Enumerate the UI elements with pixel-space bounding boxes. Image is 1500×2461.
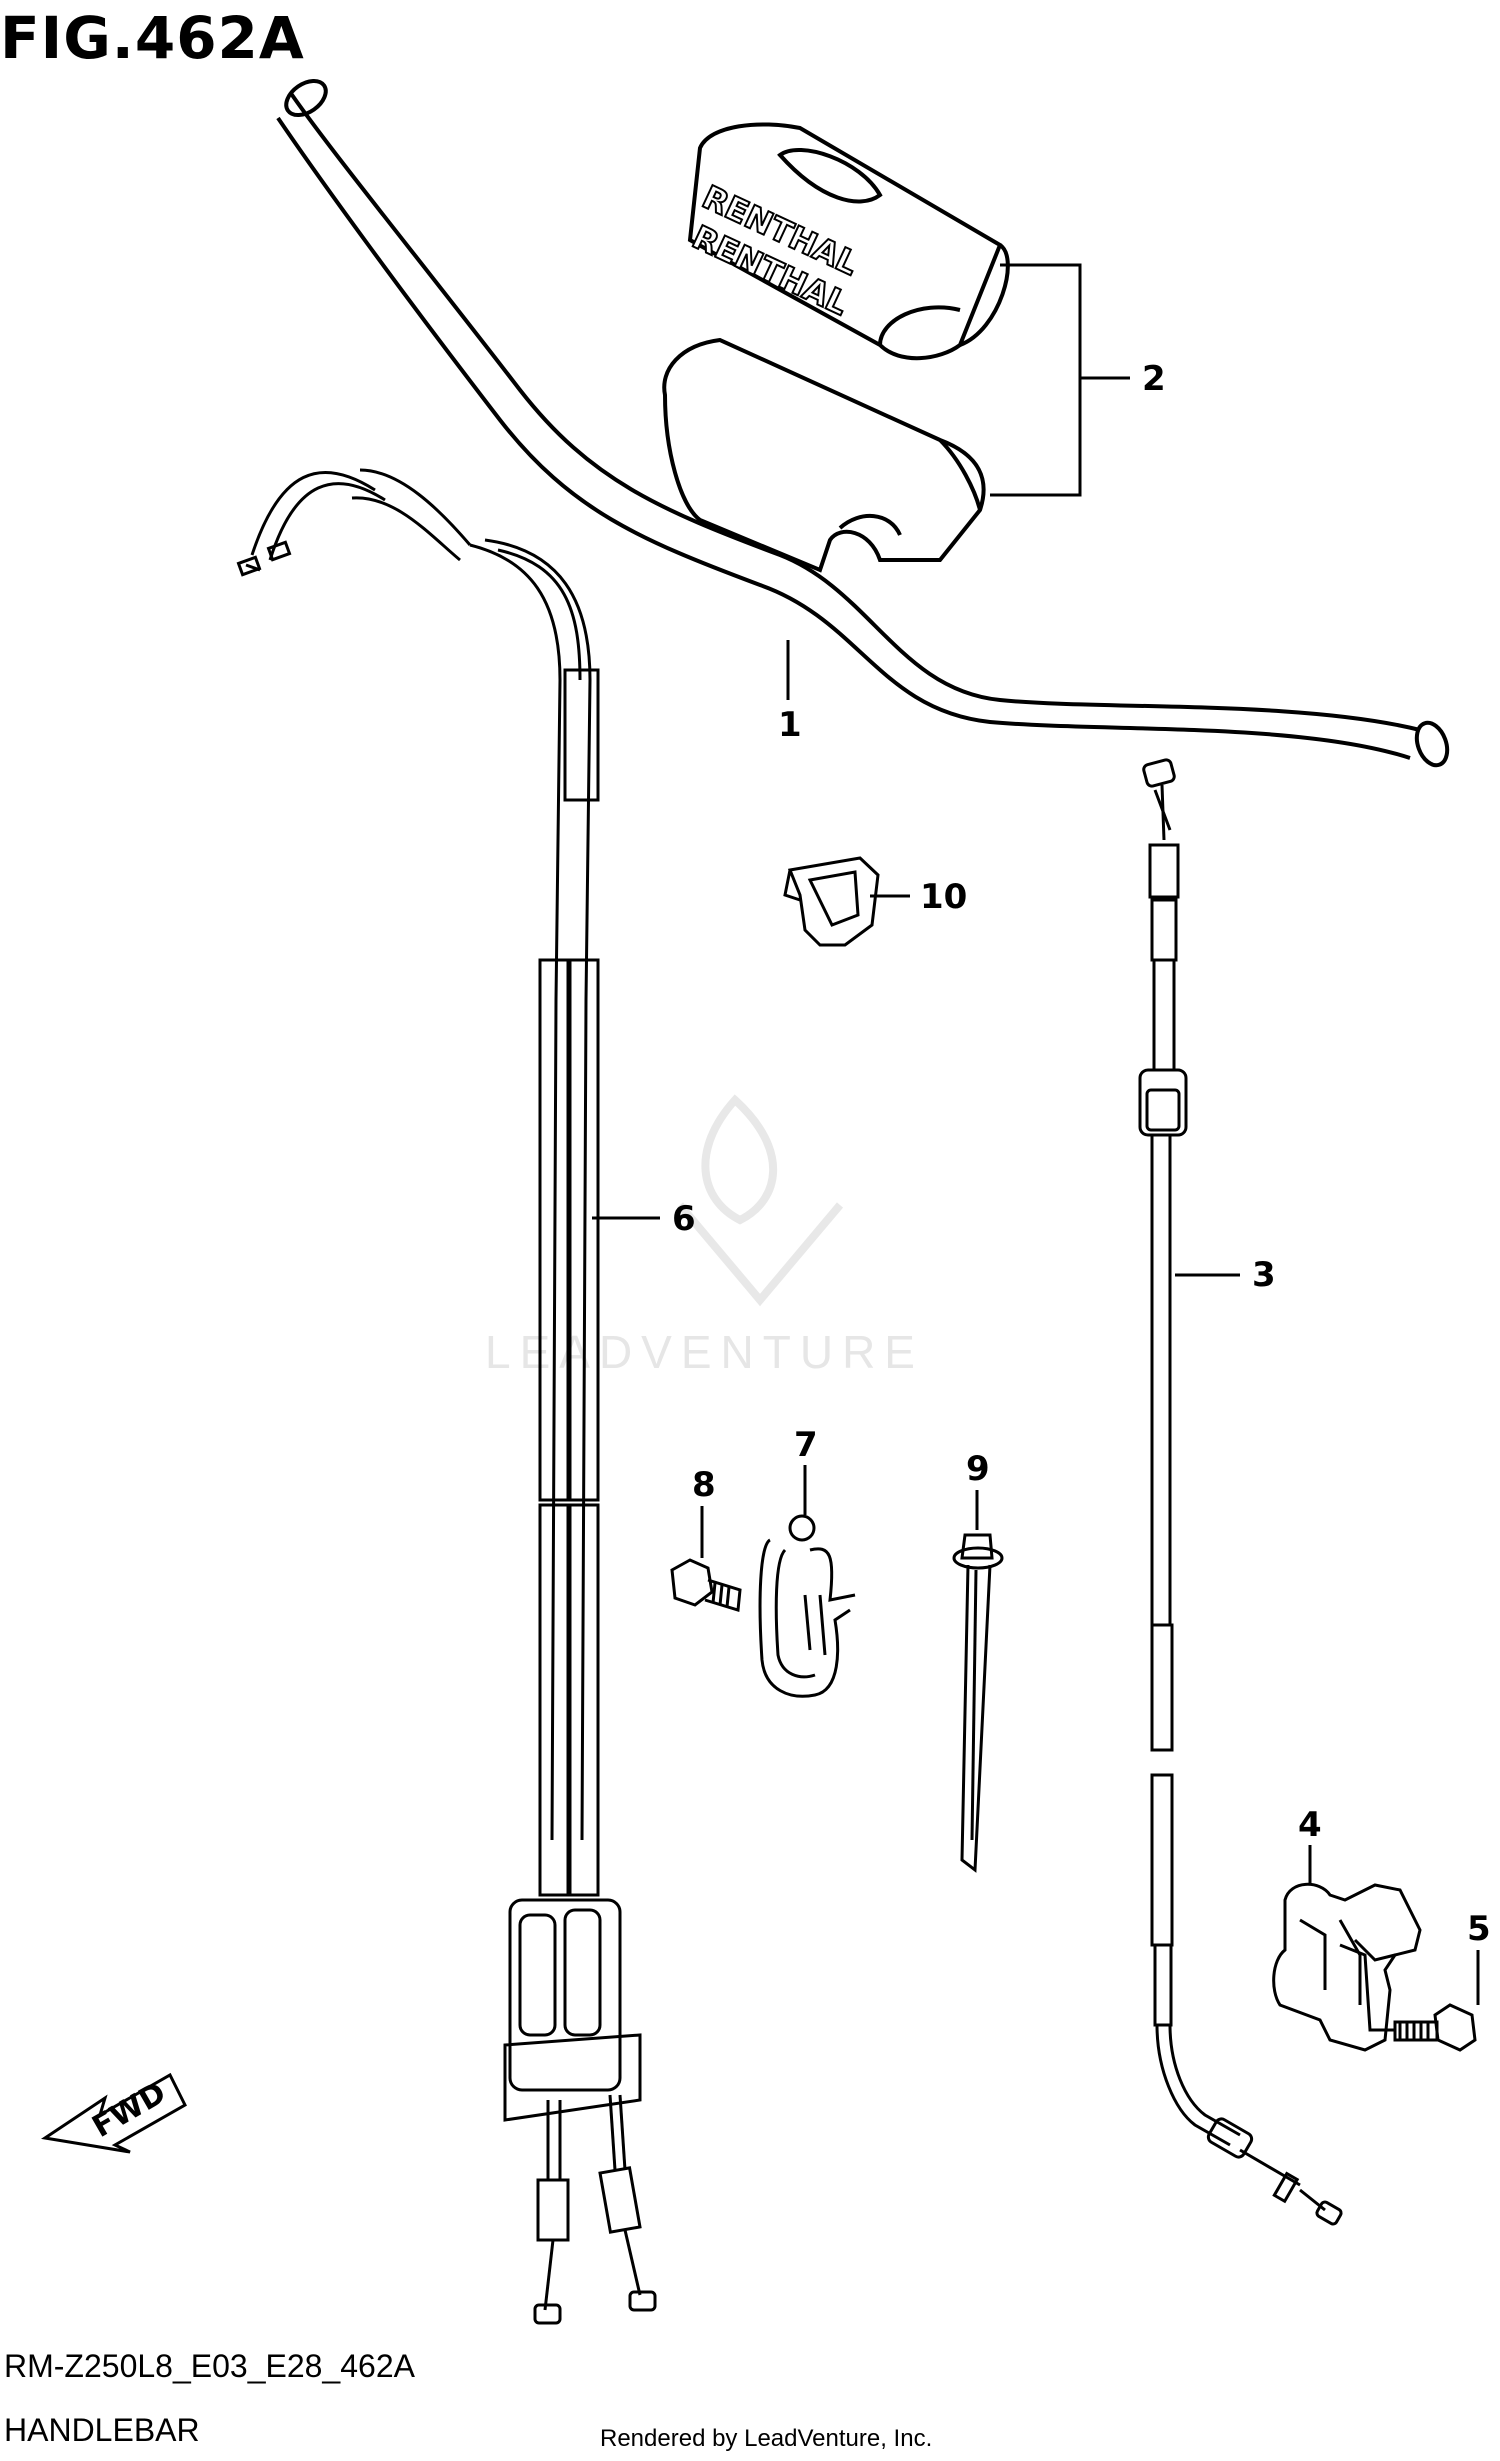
- lever-bracket-part-4: [1272, 1882, 1422, 2052]
- clutch-cable-part-3: [1138, 758, 1343, 2226]
- callout-1: 1: [778, 705, 802, 745]
- callout-4: 4: [1298, 1805, 1322, 1845]
- callout-6: 6: [672, 1199, 696, 1239]
- cable-guide-part-7: [758, 1514, 856, 1698]
- callout-7: 7: [794, 1425, 818, 1465]
- callout-3: 3: [1252, 1255, 1276, 1295]
- clamp-part-10: [783, 856, 880, 947]
- bolt-part-8: [670, 1558, 742, 1612]
- leader-lines-1-2-10: [786, 263, 1130, 898]
- figure-name: HANDLEBAR: [4, 2412, 200, 2448]
- callout-9: 9: [966, 1449, 990, 1489]
- fwd-label: FWD: [87, 2075, 172, 2145]
- callout-8: 8: [692, 1465, 716, 1505]
- watermark-text: LEADVENTURE: [485, 1326, 924, 1378]
- leader-lines-5: [1339, 1943, 1480, 2032]
- render-credit: Rendered by LeadVenture, Inc.: [600, 2425, 933, 2452]
- callout-5: 5: [1467, 1909, 1491, 1949]
- figure-code: RM-Z250L8_E03_E28_462A: [4, 2348, 415, 2384]
- bar-pad-part-2: [662, 122, 1010, 573]
- tie-wrap-part-9: [952, 1533, 1004, 1873]
- fwd-arrow-icon: [41, 2072, 187, 2154]
- watermark-logo: [676, 1094, 844, 1307]
- bolt-part-5: [1393, 2003, 1477, 2052]
- figure-title: FIG.462A: [0, 4, 305, 72]
- callout-10: 10: [920, 877, 968, 917]
- callout-2: 2: [1142, 359, 1166, 399]
- throttle-cable-part-6: [236, 468, 657, 2325]
